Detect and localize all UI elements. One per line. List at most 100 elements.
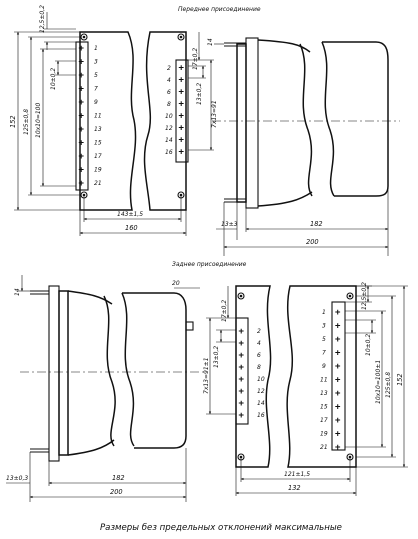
svg-text:2: 2 xyxy=(167,65,171,72)
svg-text:+: + xyxy=(239,363,245,373)
svg-text:+: + xyxy=(179,100,185,110)
front-left-terminal: +19 xyxy=(79,166,102,176)
svg-text:17: 17 xyxy=(320,417,328,424)
svg-text:143±1,5: 143±1,5 xyxy=(117,211,143,218)
front-left-terminal: +13 xyxy=(79,125,102,135)
front-left-terminal: +5 xyxy=(79,71,99,81)
svg-text:10: 10 xyxy=(165,113,173,120)
svg-text:+: + xyxy=(335,416,341,426)
svg-text:+: + xyxy=(335,362,341,372)
svg-text:2: 2 xyxy=(257,328,261,335)
svg-text:+: + xyxy=(239,399,245,409)
svg-text:13±0,2: 13±0,2 xyxy=(213,346,220,368)
svg-text:16: 16 xyxy=(165,149,173,156)
svg-text:4: 4 xyxy=(257,340,261,347)
svg-text:3: 3 xyxy=(94,59,98,66)
rear-left-terminal: +14 xyxy=(239,399,265,409)
svg-text:+: + xyxy=(335,349,341,359)
front-left-terminal: +9 xyxy=(79,98,99,108)
rear-right-terminal: 21 + xyxy=(320,443,341,453)
svg-text:+: + xyxy=(239,387,245,397)
svg-text:+: + xyxy=(179,148,185,158)
rear-right-terminal: 3+ xyxy=(322,322,341,332)
svg-text:17: 17 xyxy=(94,153,102,160)
svg-text:10х10=100: 10х10=100 xyxy=(35,103,42,138)
rear-view-title: Заднее присоединение xyxy=(172,261,247,268)
svg-text:+: + xyxy=(239,327,245,337)
front-left-terminal: +1 xyxy=(79,44,98,54)
svg-text:+: + xyxy=(239,351,245,361)
svg-text:7х13=91: 7х13=91 xyxy=(211,100,218,128)
svg-text:+: + xyxy=(79,98,85,108)
front-left-terminal: +7 xyxy=(79,85,99,95)
svg-text:+: + xyxy=(179,112,185,122)
svg-text:19: 19 xyxy=(320,431,328,438)
svg-text:20: 20 xyxy=(172,280,180,287)
svg-text:160: 160 xyxy=(125,224,138,232)
front-right-terminal: 6+ xyxy=(167,88,185,98)
svg-text:5: 5 xyxy=(94,72,98,79)
svg-text:15: 15 xyxy=(94,140,102,147)
svg-text:121±1,5: 121±1,5 xyxy=(284,471,310,478)
svg-text:10: 10 xyxy=(257,376,265,383)
svg-text:+: + xyxy=(335,389,341,399)
rear-right-terminal: 15+ xyxy=(320,403,341,413)
svg-text:9: 9 xyxy=(94,99,98,106)
svg-text:21: 21 xyxy=(320,444,328,451)
svg-text:+: + xyxy=(79,85,85,95)
svg-text:6: 6 xyxy=(257,352,261,359)
rear-left-terminal: +10 xyxy=(239,375,265,385)
svg-text:13±3: 13±3 xyxy=(221,221,238,228)
svg-text:13±0,3: 13±0,3 xyxy=(6,475,28,482)
svg-text:+: + xyxy=(79,125,85,135)
svg-text:14: 14 xyxy=(165,137,173,144)
front-right-terminal: 4+ xyxy=(167,76,185,86)
svg-text:+: + xyxy=(179,76,185,86)
drawing-caption: Размеры без предельных отклонений максим… xyxy=(100,523,342,533)
svg-text:+: + xyxy=(79,58,85,68)
front-right-terminal: 12+ xyxy=(165,124,185,134)
svg-text:200: 200 xyxy=(110,488,123,496)
svg-text:+: + xyxy=(335,443,341,453)
front-left-terminal: +21 xyxy=(79,179,102,189)
svg-text:+: + xyxy=(335,376,341,386)
svg-text:10±0,2: 10±0,2 xyxy=(50,68,57,90)
front-right-terminal: 8+ xyxy=(167,100,185,110)
rear-right-terminal: 13 + xyxy=(320,389,341,399)
rear-left-terminal: +12 xyxy=(239,387,265,397)
rear-right-terminal: 9+ xyxy=(322,362,341,372)
rear-right-terminal-group: 1+ 3+ 5 + 7 + 9+ 11 + 13 + 15+ 17 + 19 + 21 + xyxy=(320,308,341,453)
svg-text:13: 13 xyxy=(320,390,328,397)
svg-text:+: + xyxy=(239,375,245,385)
rear-right-terminal: 1+ xyxy=(322,308,341,318)
svg-text:+: + xyxy=(179,136,185,146)
rear-side-view: 14 20 182 13±0,3 200 xyxy=(6,275,208,502)
rear-left-terminal: +8 xyxy=(239,363,262,373)
front-right-terminal: 10 + xyxy=(165,112,185,122)
svg-text:10х10=100±1: 10х10=100±1 xyxy=(375,360,382,404)
svg-text:14: 14 xyxy=(14,288,21,296)
svg-text:+: + xyxy=(79,179,85,189)
svg-text:13: 13 xyxy=(94,126,102,133)
front-left-terminal: +17 xyxy=(79,152,102,162)
svg-text:182: 182 xyxy=(310,220,323,228)
svg-text:152: 152 xyxy=(396,373,404,386)
svg-text:4: 4 xyxy=(167,77,171,84)
svg-text:17±0,2: 17±0,2 xyxy=(192,48,199,70)
svg-text:200: 200 xyxy=(306,238,319,246)
svg-text:8: 8 xyxy=(257,364,261,371)
svg-text:125±0,8: 125±0,8 xyxy=(385,372,392,398)
svg-text:+: + xyxy=(79,71,85,81)
rear-left-terminal: +16 xyxy=(239,411,265,421)
rear-left-terminal: +6 xyxy=(239,351,262,361)
rear-right-terminal: 11 + xyxy=(320,376,341,386)
svg-text:11: 11 xyxy=(320,377,328,384)
svg-text:7: 7 xyxy=(322,350,326,357)
svg-text:+: + xyxy=(179,64,185,74)
svg-text:5: 5 xyxy=(322,336,326,343)
svg-text:7: 7 xyxy=(94,86,98,93)
svg-text:+: + xyxy=(335,308,341,318)
svg-text:+: + xyxy=(179,124,185,134)
front-left-terminal-group: +1 +3 +5 +7 +9 +11 +13 +15 +17 +19 +21 xyxy=(79,44,102,189)
